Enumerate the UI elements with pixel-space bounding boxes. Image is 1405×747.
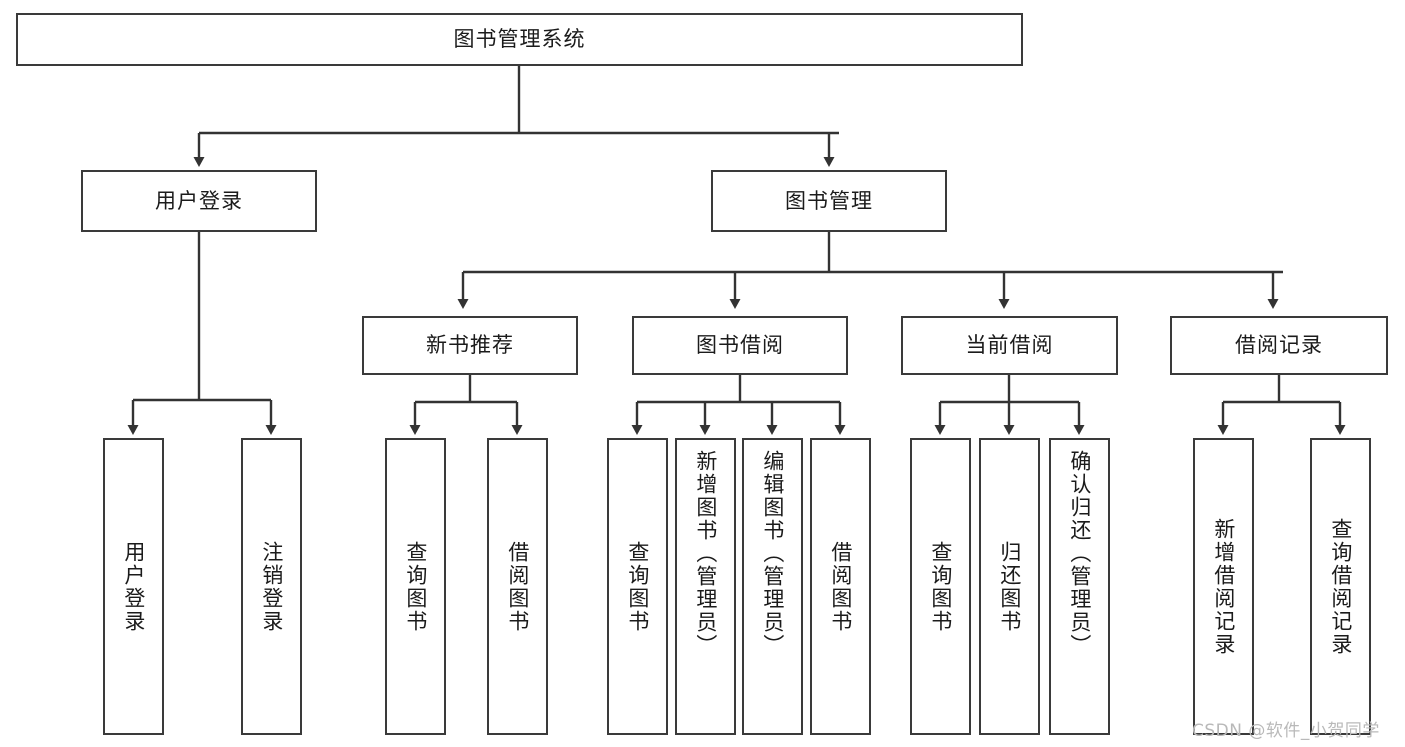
- node-current-borrow[interactable]: 当前借阅: [901, 316, 1118, 375]
- leaf-book-borrow-add-book-admin[interactable]: 新增图书（管理员）: [675, 438, 736, 735]
- node-new-book-recommend[interactable]: 新书推荐: [362, 316, 578, 375]
- csdn-watermark: CSDN @软件_小贺同学: [1192, 721, 1380, 741]
- leaf-borrow-record-add-record[interactable]: 新增借阅记录: [1193, 438, 1254, 735]
- node-book-management[interactable]: 图书管理: [711, 170, 947, 232]
- leaf-book-borrow-edit-book-admin[interactable]: 编辑图书（管理员）: [742, 438, 803, 735]
- leaf-current-borrow-confirm-return-admin[interactable]: 确认归还（管理员）: [1049, 438, 1110, 735]
- leaf-book-borrow-query-books[interactable]: 查询图书: [607, 438, 668, 735]
- leaf-current-borrow-query-books[interactable]: 查询图书: [910, 438, 971, 735]
- leaf-current-borrow-return-books[interactable]: 归还图书: [979, 438, 1040, 735]
- leaf-new-book-query-books[interactable]: 查询图书: [385, 438, 446, 735]
- node-borrow-record[interactable]: 借阅记录: [1170, 316, 1388, 375]
- leaf-new-book-borrow-books[interactable]: 借阅图书: [487, 438, 548, 735]
- leaf-book-borrow-borrow-books[interactable]: 借阅图书: [810, 438, 871, 735]
- node-root-book-management-system[interactable]: 图书管理系统: [16, 13, 1023, 66]
- leaf-user-login-login[interactable]: 用户登录: [103, 438, 164, 735]
- leaf-user-login-logout[interactable]: 注销登录: [241, 438, 302, 735]
- node-user-login[interactable]: 用户登录: [81, 170, 317, 232]
- leaf-borrow-record-query-record[interactable]: 查询借阅记录: [1310, 438, 1371, 735]
- node-book-borrow[interactable]: 图书借阅: [632, 316, 848, 375]
